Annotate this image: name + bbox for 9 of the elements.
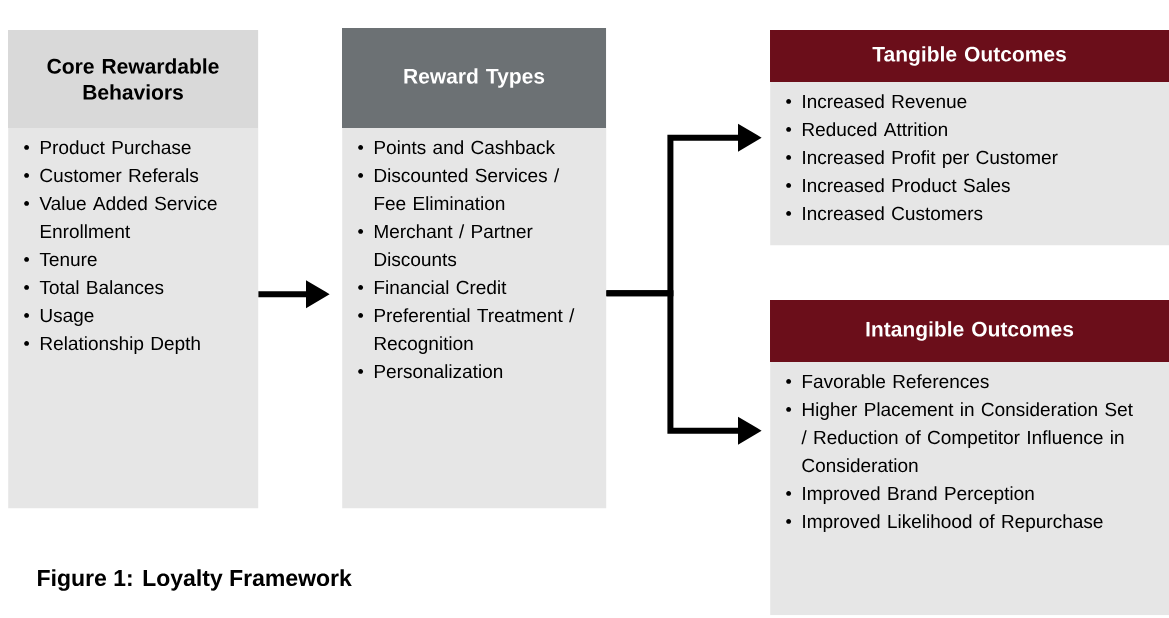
header-band: Core Rewardable Behaviors bbox=[8, 30, 258, 128]
caption: Figure 1: Loyalty Framework bbox=[38, 569, 352, 591]
header-band: Intangible Outcomes bbox=[770, 300, 1169, 362]
header-band: Reward Types bbox=[342, 28, 606, 128]
bullet-list: Favorable References Higher Placement in Consideration Set / Reduction of Competitor Influence in Consideration Improved Brand Perception Improved Likelihood of Repurchase bbox=[786, 374, 1133, 532]
bullet-list: Product Purchase Customer Referals Value Added Service Enrollment Tenure Total Balances Usage Relationship Depth bbox=[24, 140, 217, 354]
bullet-list: Points and Cashback Discounted Services / Fee Elimination Merchant / Partner Discounts Financial Credit Preferential Treatment / Recognition Personalization bbox=[358, 140, 575, 379]
header-band: Tangible Outcomes bbox=[770, 30, 1169, 82]
bullet-list: Increased Revenue Reduced Attrition Increased Profit per Customer Increased Product Sales Increased Customers bbox=[786, 94, 1058, 221]
